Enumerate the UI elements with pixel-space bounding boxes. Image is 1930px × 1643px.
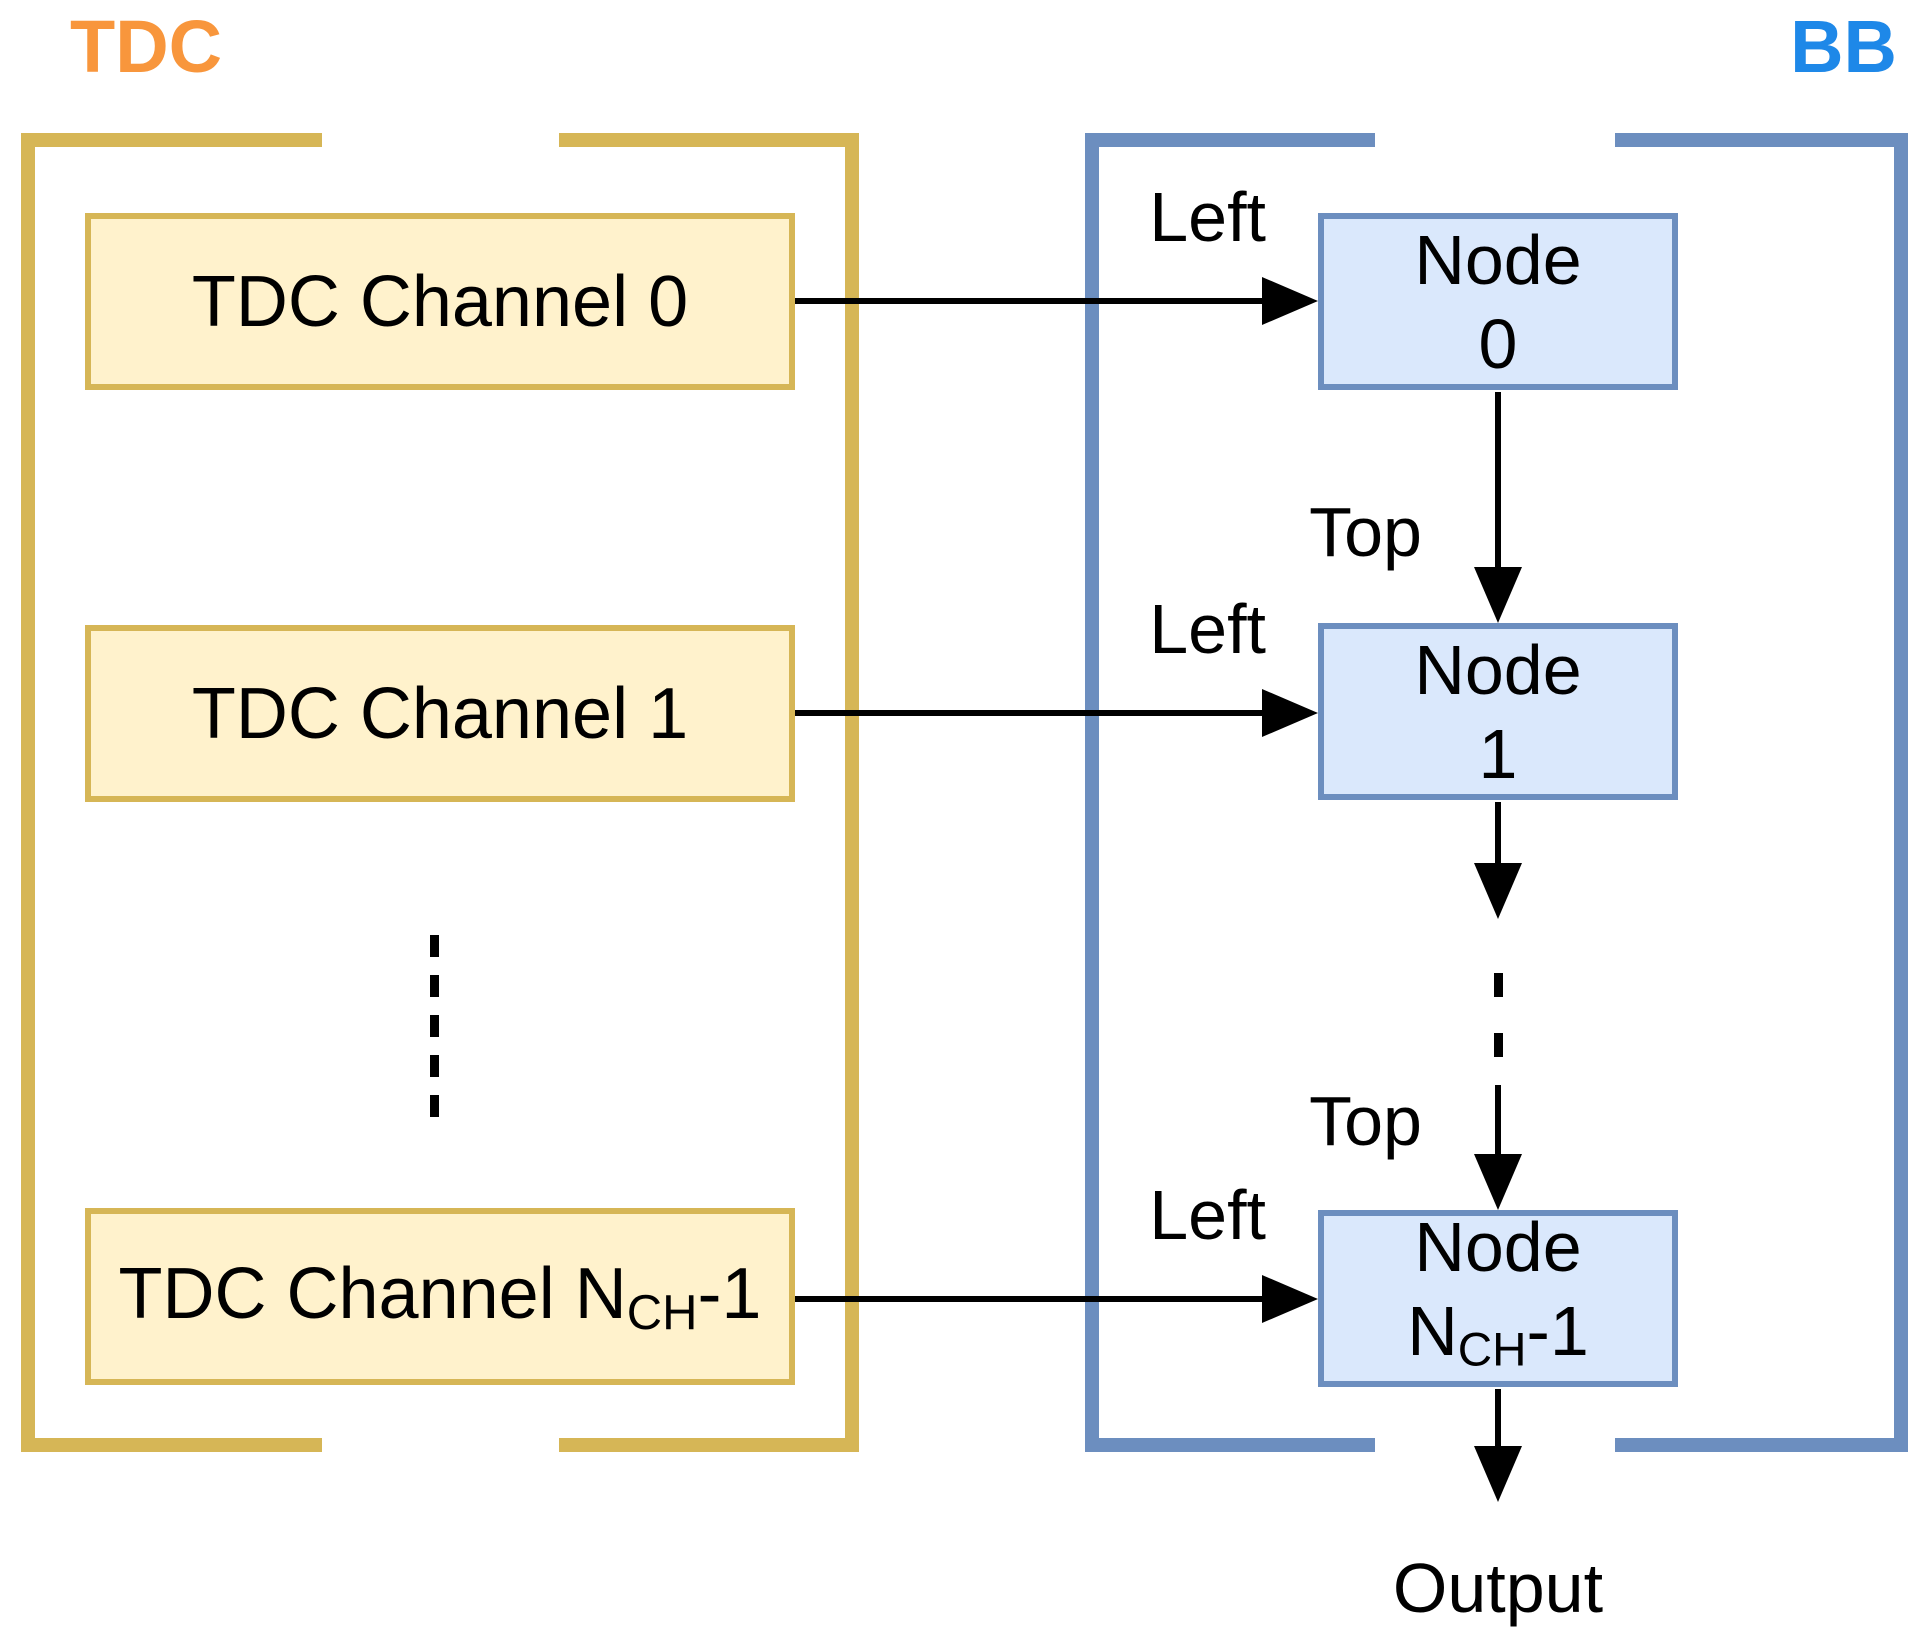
edge-label-top-0: Top <box>1309 493 1422 571</box>
bb-ellipsis-dash <box>1494 1033 1503 1057</box>
node-0-label-line1: Node <box>1414 220 1582 299</box>
bb-ellipsis-dash <box>1494 973 1503 997</box>
arrow-node1-ellipsis-head <box>1474 863 1522 919</box>
tdc-channel-n-label-subscript: CH <box>626 1285 698 1340</box>
edge-label-left-0: Left <box>1149 178 1266 256</box>
node-n-label-line2-main: N <box>1407 1291 1458 1370</box>
node-0-label-line2: 0 <box>1478 304 1518 383</box>
node-n-label-line2-tail: -1 <box>1526 1291 1589 1370</box>
tdc-channel-1-box: TDC Channel 1 <box>85 625 795 802</box>
tdc-channel-1-label: TDC Channel 1 <box>191 673 689 754</box>
bb-bracket-right <box>1615 133 1908 1452</box>
tdc-ellipsis-dash <box>430 1015 439 1037</box>
tdc-channel-n-label-tail: -1 <box>697 1253 762 1334</box>
arrow-noden-output-line <box>1495 1389 1501 1449</box>
tdc-channel-0-box: TDC Channel 0 <box>85 213 795 390</box>
node-0-box: Node 0 <box>1318 213 1678 390</box>
node-n-label-line1: Node <box>1414 1207 1582 1286</box>
arrow-ellipsis-noden-head <box>1474 1154 1522 1210</box>
bb-group-label: BB <box>1790 5 1897 88</box>
node-1-label-line2: 1 <box>1478 714 1518 793</box>
tdc-ellipsis-dash <box>430 935 439 957</box>
tdc-channel-n-label-main: TDC Channel N <box>118 1253 627 1334</box>
bb-bracket-left <box>1085 133 1375 1452</box>
node-n-label-line2: NCH-1 <box>1407 1289 1589 1392</box>
arrow-ellipsis-noden-line <box>1495 1085 1501 1157</box>
tdc-group-label: TDC <box>70 5 223 88</box>
output-label: Output <box>1392 1549 1604 1627</box>
tdc-ellipsis-dash <box>430 1095 439 1117</box>
node-1-box: Node 1 <box>1318 623 1678 800</box>
edge-label-left-n: Left <box>1149 1176 1266 1254</box>
arrow-node0-node1-line <box>1495 392 1501 570</box>
arrow-chn-noden-line <box>795 1296 1262 1302</box>
arrow-node1-ellipsis-line <box>1495 802 1501 866</box>
edge-label-top-n: Top <box>1309 1082 1422 1160</box>
tdc-channel-n-label: TDC Channel NCH-1 <box>119 1253 762 1341</box>
arrow-noden-output-head <box>1474 1446 1522 1502</box>
arrow-node0-node1-head <box>1474 567 1522 623</box>
arrow-ch0-node0-head <box>1262 277 1318 325</box>
edge-label-left-1: Left <box>1149 590 1266 668</box>
tdc-channel-0-label: TDC Channel 0 <box>191 261 689 342</box>
arrow-ch0-node0-line <box>795 298 1262 304</box>
tdc-ellipsis-dash <box>430 975 439 997</box>
tdc-bracket-left <box>21 133 322 1452</box>
tdc-channel-n-box: TDC Channel NCH-1 <box>85 1208 795 1385</box>
tdc-ellipsis-dash <box>430 1055 439 1077</box>
arrow-chn-noden-head <box>1262 1275 1318 1323</box>
node-n-box: Node NCH-1 <box>1318 1208 1678 1387</box>
node-n-label-line2-subscript: CH <box>1457 1323 1527 1377</box>
arrow-ch1-node1-head <box>1262 689 1318 737</box>
node-1-label-line1: Node <box>1414 630 1582 709</box>
tdc-bracket-right <box>559 133 859 1452</box>
arrow-ch1-node1-line <box>795 710 1262 716</box>
